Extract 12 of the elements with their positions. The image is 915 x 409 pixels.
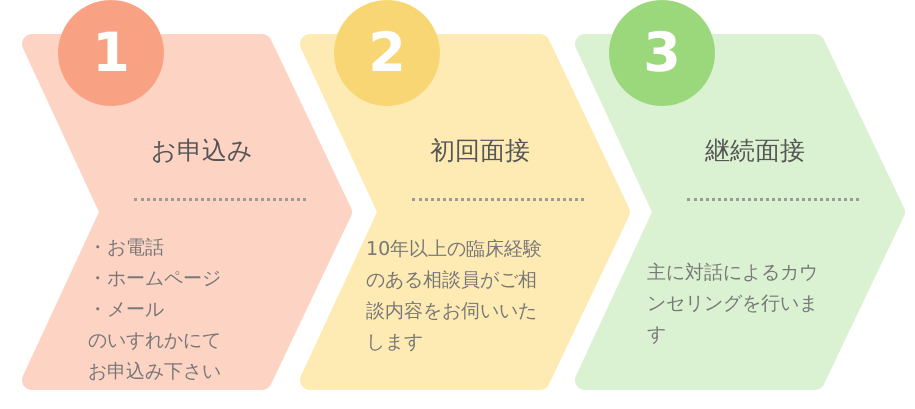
step-description: ・ホームページ: [88, 266, 222, 292]
step-description: ・お電話: [88, 236, 165, 260]
step-description: 10年以上の臨床経験のある相談員がご相談内容をお伺いいたします: [366, 237, 544, 355]
step-description: 主に対話によるカウンセリングを行います: [647, 260, 819, 348]
step-description: のいすれかにてお申込み下さい: [88, 328, 222, 384]
step-heading: お申込み: [150, 135, 254, 167]
step-heading: 初回面接: [429, 135, 531, 167]
step-description: ・メール: [88, 298, 165, 322]
number-badge: 2: [334, 0, 440, 106]
number-badge: 3: [609, 0, 715, 106]
number-badge: 1: [58, 0, 164, 106]
step-heading: 継続面接: [704, 135, 806, 167]
